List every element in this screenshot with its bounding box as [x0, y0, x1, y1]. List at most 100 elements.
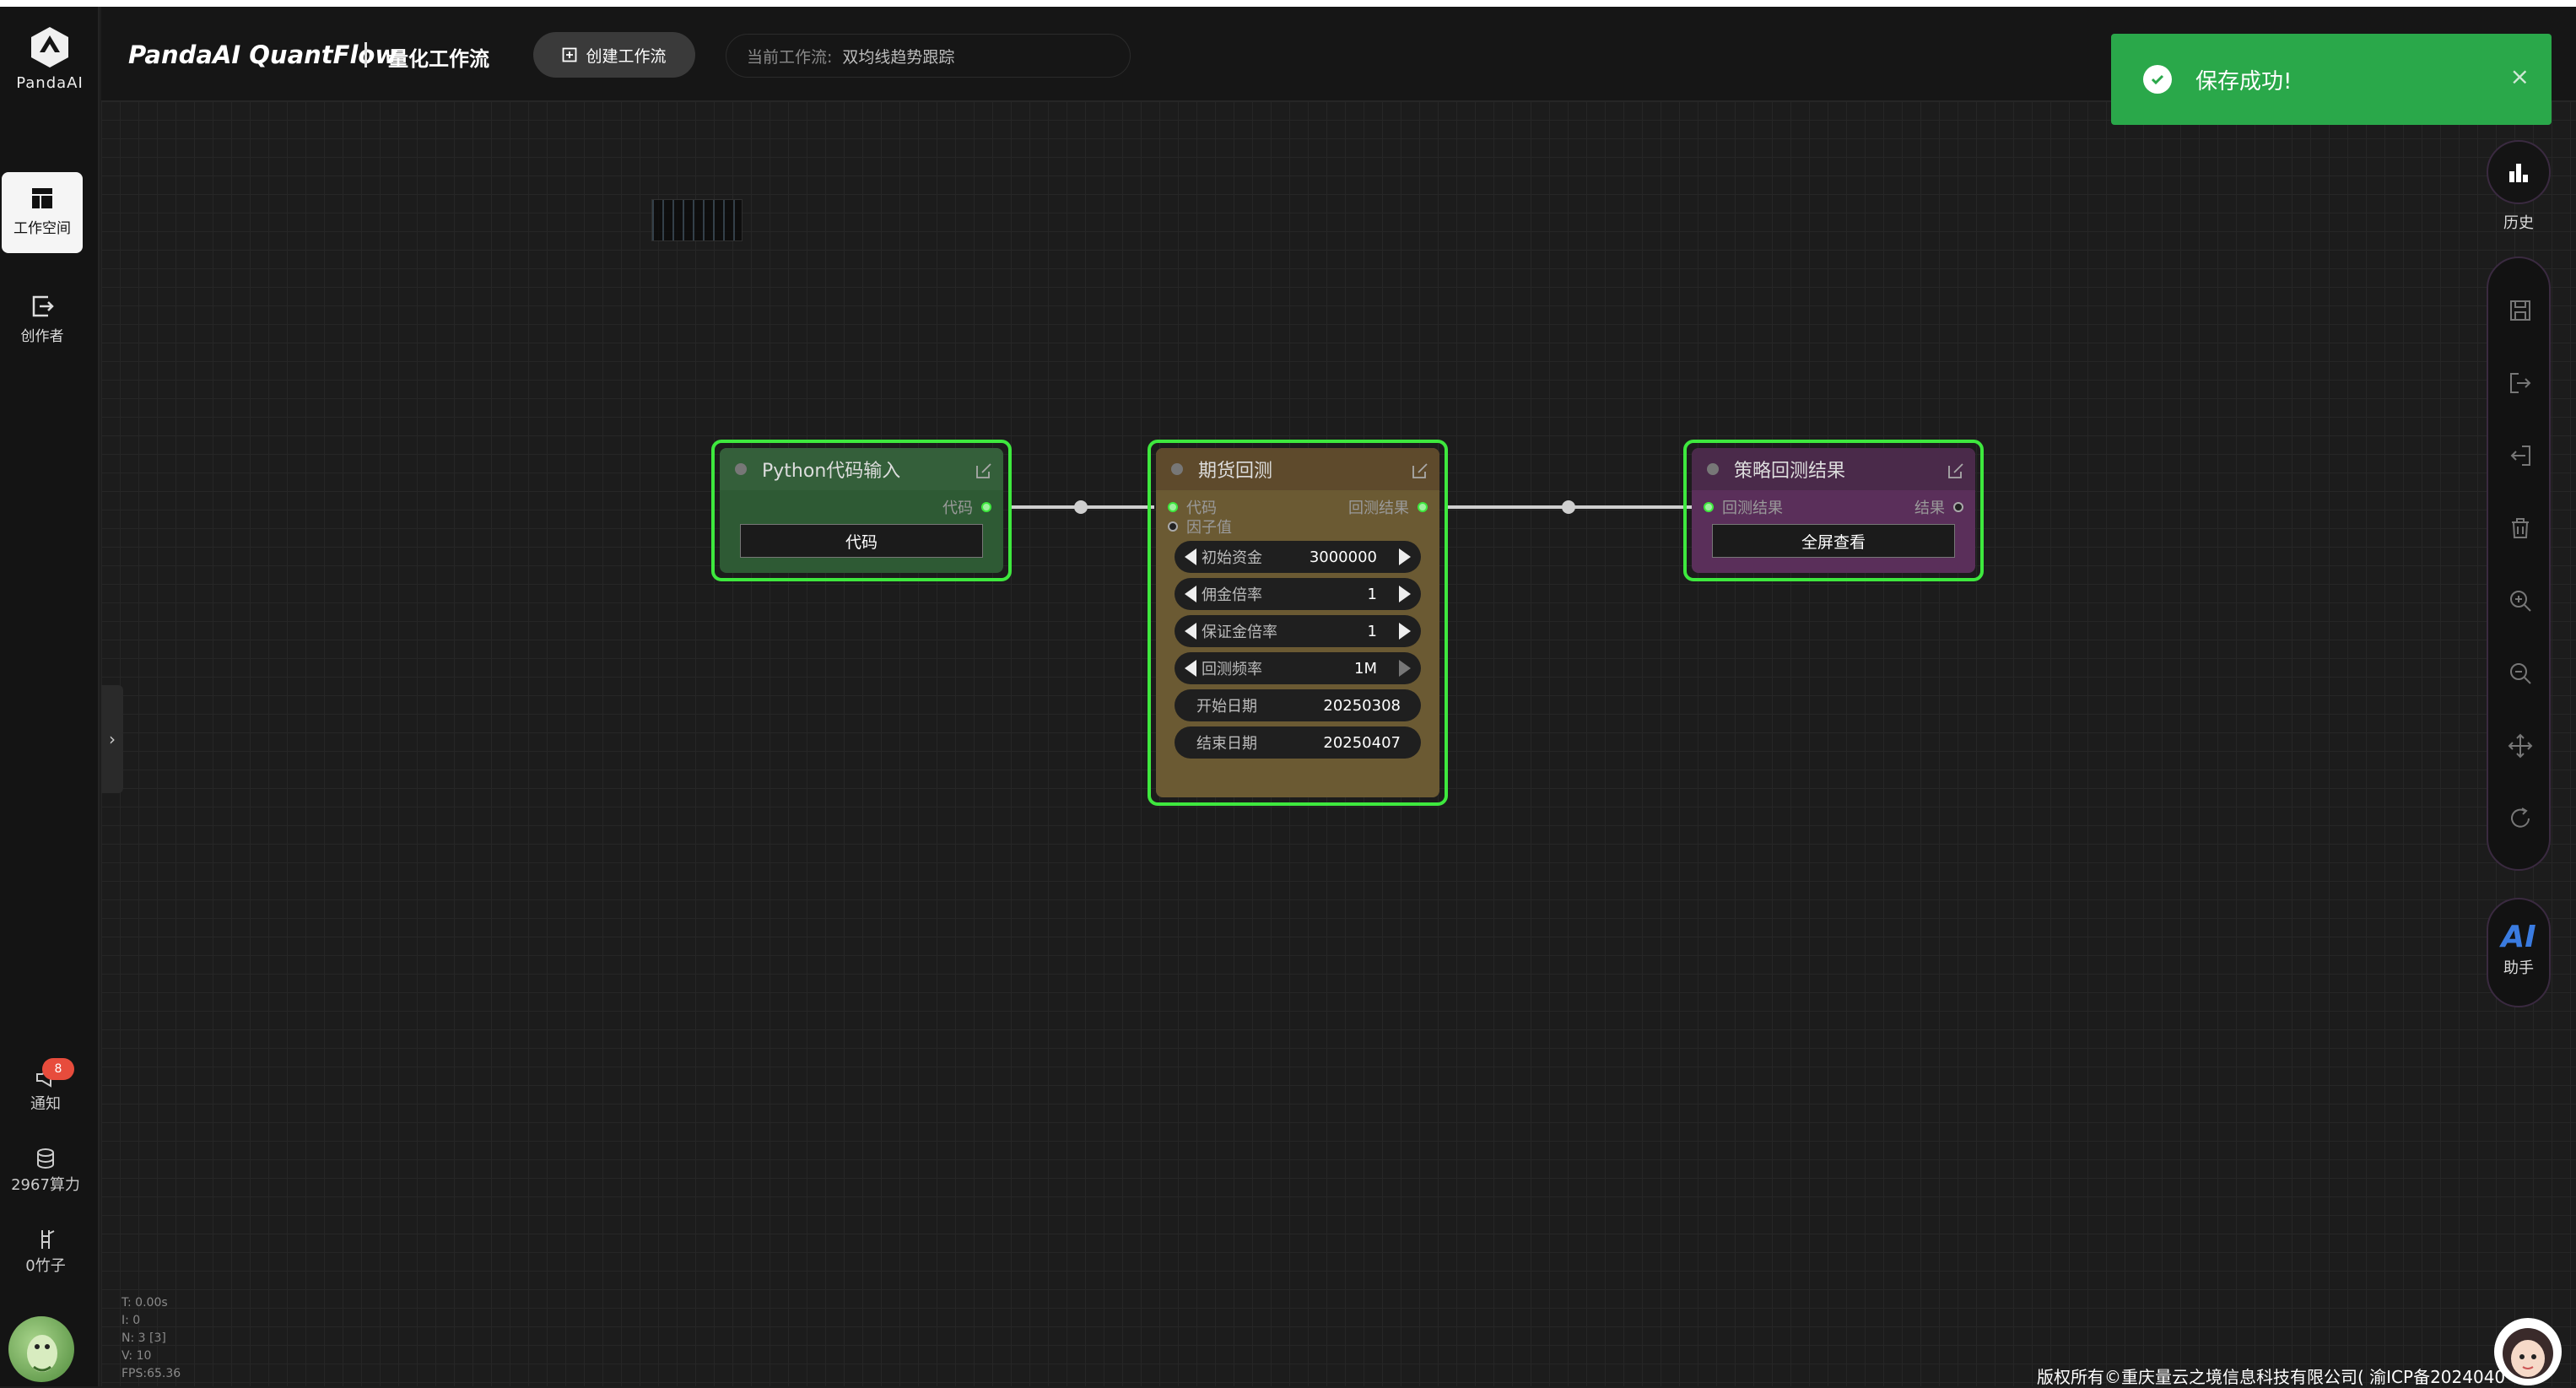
create-workflow-button[interactable]: 创建工作流 — [533, 32, 695, 78]
port-label: 代码 — [942, 500, 973, 517]
output-port-result[interactable]: 回测结果 — [1348, 496, 1428, 518]
decrement-arrow-icon[interactable] — [1185, 623, 1196, 640]
sidebar-compute[interactable]: 2967算力 — [0, 1148, 91, 1195]
logo-text: PandaAI — [16, 74, 84, 92]
top-strip — [0, 0, 2576, 7]
database-icon — [37, 1148, 54, 1169]
bar-chart-icon — [2509, 164, 2528, 182]
current-workflow-label: 当前工作流: — [747, 47, 833, 67]
node-status-dot[interactable] — [1171, 463, 1183, 475]
port-row: 因子值 — [1156, 514, 1439, 537]
refresh-icon[interactable] — [2507, 805, 2534, 832]
render-stats: T: 0.00s I: 0 N: 3 [3] V: 10 FPS:65.36 — [122, 1294, 181, 1383]
left-sidebar: PandaAI 工作空间 创作者 8 通知 2967算力 — [0, 7, 100, 1386]
code-button[interactable]: 代码 — [740, 524, 983, 558]
stat-time: T: 0.00s — [122, 1296, 168, 1310]
increment-arrow-icon[interactable] — [1399, 548, 1411, 565]
minimap[interactable] — [651, 199, 743, 241]
footer-copyright: 版权所有©重庆量云之境信息科技有限公司( 渝ICP备2024040 — [2037, 1367, 2506, 1387]
layout-icon — [32, 188, 52, 208]
widget-commission-rate[interactable]: 佣金倍率 1 — [1175, 578, 1421, 610]
widget-end-date[interactable]: 结束日期 20250407 — [1175, 726, 1421, 759]
node-futures-backtest[interactable]: 期货回测 代码 回测结果 因子值 初始资金 300 — [1148, 440, 1448, 806]
close-icon[interactable]: × — [2509, 62, 2530, 90]
widget-backtest-frequency[interactable]: 回测频率 1M — [1175, 652, 1421, 684]
port-row: 代码 回测结果 — [1156, 490, 1439, 517]
sidebar-bamboo[interactable]: 0竹子 — [0, 1229, 91, 1276]
increment-arrow-icon[interactable] — [1399, 586, 1411, 602]
edit-icon[interactable] — [1411, 462, 1429, 480]
widget-start-date[interactable]: 开始日期 20250308 — [1175, 689, 1421, 721]
node-title[interactable]: 策略回测结果 — [1692, 448, 1975, 490]
move-icon[interactable] — [2507, 732, 2534, 759]
decrement-arrow-icon[interactable] — [1185, 548, 1196, 565]
node-title-text: 期货回测 — [1198, 461, 1273, 482]
decrement-arrow-icon[interactable] — [1185, 660, 1196, 677]
port-connector[interactable] — [1168, 521, 1178, 532]
collapse-panel-tab[interactable]: › — [101, 685, 123, 793]
edit-icon[interactable] — [1947, 462, 1965, 480]
sidebar-item-workspace[interactable]: 工作空间 — [2, 172, 83, 253]
port-label: 回测结果 — [1348, 500, 1409, 517]
widget-value: 1M — [1354, 659, 1377, 678]
widget-value: 1 — [1367, 585, 1377, 603]
wire-midpoint[interactable] — [1074, 500, 1088, 514]
port-connector[interactable] — [1704, 502, 1714, 512]
input-port-result[interactable]: 回测结果 — [1704, 496, 1783, 518]
fullscreen-view-button[interactable]: 全屏查看 — [1712, 524, 1955, 558]
user-avatar[interactable] — [8, 1316, 74, 1382]
node-status-dot[interactable] — [735, 463, 747, 475]
bamboo-icon — [41, 1230, 55, 1249]
node-title[interactable]: Python代码输入 — [720, 448, 1003, 490]
node-python-code-input[interactable]: Python代码输入 代码 代码 — [711, 440, 1012, 581]
current-workflow-value: 双均线趋势跟踪 — [842, 47, 955, 67]
widget-initial-capital[interactable]: 初始资金 3000000 — [1175, 541, 1421, 573]
input-port-code[interactable]: 代码 — [1168, 496, 1217, 518]
wire-midpoint[interactable] — [1562, 500, 1575, 514]
create-workflow-label: 创建工作流 — [586, 46, 667, 66]
logo[interactable]: PandaAI — [0, 24, 100, 92]
zoom-in-icon[interactable] — [2507, 587, 2534, 614]
zoom-out-icon[interactable] — [2507, 660, 2534, 687]
brand-title: PandaAI QuantFlow — [128, 41, 398, 69]
ai-label: 助手 — [2503, 959, 2534, 977]
port-connector[interactable] — [1953, 502, 1963, 512]
port-connector[interactable] — [981, 502, 991, 512]
node-status-dot[interactable] — [1707, 463, 1719, 475]
widget-value: 3000000 — [1309, 548, 1377, 566]
stat-fps: FPS:65.36 — [122, 1367, 181, 1380]
port-connector[interactable] — [1168, 502, 1178, 512]
widget-value: 1 — [1367, 622, 1377, 640]
port-label: 结果 — [1914, 500, 1945, 517]
assistant-avatar[interactable] — [2494, 1318, 2562, 1385]
stat-v: V: 10 — [122, 1349, 152, 1363]
widget-label: 初始资金 — [1202, 549, 1262, 567]
plus-square-icon — [563, 47, 577, 62]
increment-arrow-icon[interactable] — [1399, 660, 1411, 677]
sidebar-item-label: 工作空间 — [14, 220, 71, 237]
node-title-text: Python代码输入 — [762, 461, 901, 482]
girl-avatar-icon — [2503, 1328, 2553, 1379]
port-label: 代码 — [1186, 500, 1217, 517]
node-strategy-result[interactable]: 策略回测结果 回测结果 结果 全屏查看 — [1683, 440, 1984, 581]
port-connector[interactable] — [1418, 502, 1428, 512]
edit-icon[interactable] — [975, 462, 993, 480]
output-port-result[interactable]: 结果 — [1914, 496, 1963, 518]
brand-divider — [365, 42, 367, 68]
import-icon[interactable] — [2507, 442, 2534, 469]
ai-assistant-button[interactable]: AI 助手 — [2487, 898, 2551, 1007]
bamboo-label: 0竹子 — [25, 1257, 66, 1275]
current-workflow-field[interactable]: 当前工作流: 双均线趋势跟踪 — [726, 34, 1131, 78]
input-port-factor[interactable]: 因子值 — [1168, 516, 1232, 537]
decrement-arrow-icon[interactable] — [1185, 586, 1196, 602]
widget-margin-rate[interactable]: 保证金倍率 1 — [1175, 615, 1421, 647]
history-button[interactable] — [2487, 140, 2551, 204]
export-icon[interactable] — [2507, 370, 2534, 397]
output-port[interactable]: 代码 — [942, 496, 991, 518]
sidebar-item-creator[interactable]: 创作者 — [2, 280, 83, 361]
increment-arrow-icon[interactable] — [1399, 623, 1411, 640]
node-title[interactable]: 期货回测 — [1156, 448, 1439, 490]
trash-icon[interactable] — [2507, 515, 2534, 542]
save-icon[interactable] — [2507, 297, 2534, 324]
sidebar-notifications[interactable]: 8 通知 — [0, 1058, 91, 1114]
